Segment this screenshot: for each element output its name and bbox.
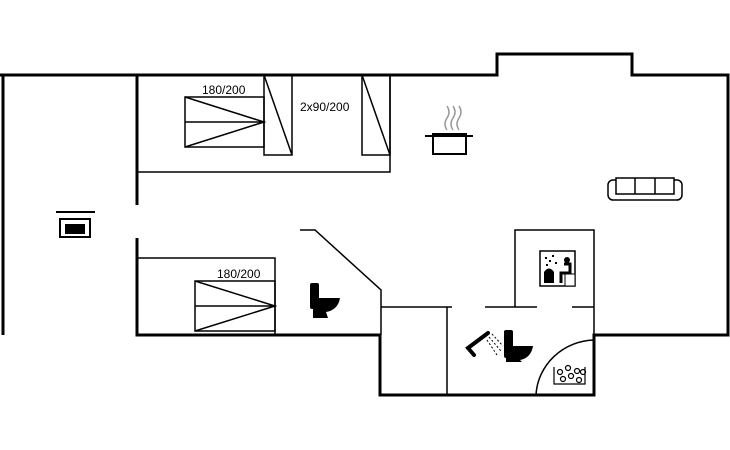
toilet-icon xyxy=(504,330,533,362)
jacuzzi-icon xyxy=(553,364,587,385)
bed-size-label: 180/200 xyxy=(202,83,246,97)
cooking-pot-icon xyxy=(425,105,473,155)
tv-icon xyxy=(56,211,95,238)
sauna-icon xyxy=(539,250,576,287)
wardrobe xyxy=(361,74,391,156)
sofa-icon xyxy=(607,177,683,201)
bed-size-label: 180/200 xyxy=(217,267,261,281)
wardrobe xyxy=(263,74,293,156)
walls xyxy=(0,52,730,397)
bed-size-label: 2x90/200 xyxy=(300,100,350,114)
bedroom-2: 180/200 xyxy=(194,267,278,332)
door-arc xyxy=(535,339,595,396)
toilet-icon xyxy=(310,283,340,318)
shower-icon xyxy=(465,331,504,357)
bedroom-1: 180/200 2x90/200 xyxy=(184,74,391,156)
